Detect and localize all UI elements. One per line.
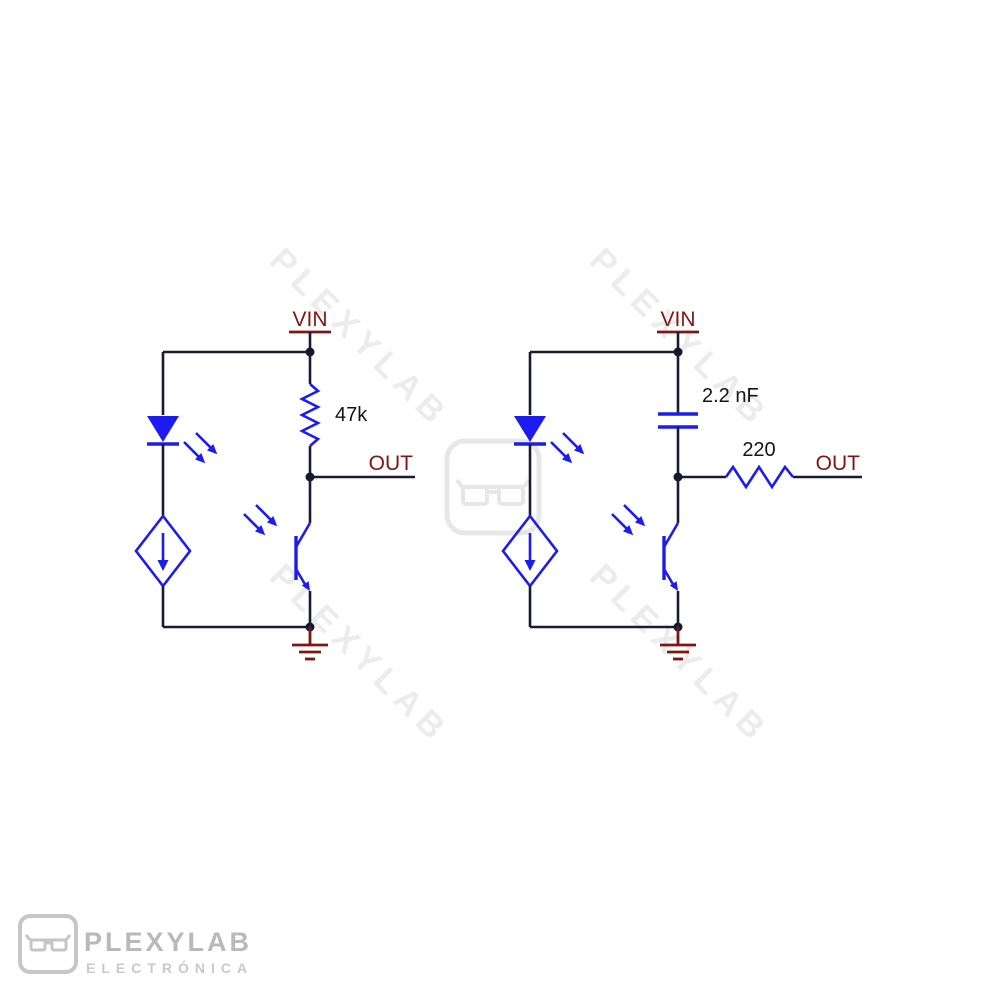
capacitor-value-label: 2.2 nF — [702, 385, 759, 407]
led-symbol — [514, 416, 585, 464]
logo-subtitle: ELECTRÓNICA — [86, 959, 253, 976]
watermark-text: PLEXYLAB — [582, 557, 777, 752]
phototransistor-light-arrows — [243, 504, 278, 536]
vin-terminal: VIN — [289, 308, 331, 352]
phototransistor-symbol — [243, 477, 312, 627]
logo-glasses-icon — [18, 914, 78, 974]
out-label: OUT — [369, 452, 414, 475]
left-circuit: VIN — [134, 308, 415, 661]
led-symbol — [147, 416, 218, 464]
resistor-value-label: 47k — [335, 404, 368, 426]
watermark-text: PLEXYLAB — [262, 557, 457, 752]
resistor-symbol — [299, 383, 321, 447]
watermark-glasses-icon — [444, 438, 542, 536]
led-light-arrows — [550, 432, 585, 464]
ground-symbol — [660, 627, 696, 661]
out-label: OUT — [816, 452, 861, 475]
vin-label: VIN — [292, 308, 327, 331]
out-terminal: OUT — [310, 452, 415, 479]
resistor-symbol — [724, 464, 795, 490]
out-branch: 220 OUT — [678, 439, 862, 490]
out-terminal: OUT — [793, 452, 862, 479]
resistor-value-label: 220 — [742, 439, 775, 461]
vin-label: VIN — [660, 308, 695, 331]
current-source-symbol — [501, 513, 559, 589]
phototransistor-light-arrows — [611, 504, 646, 536]
led-light-arrows — [183, 432, 218, 464]
right-circuit: VIN — [501, 308, 862, 661]
phototransistor-symbol — [611, 477, 680, 627]
logo-name: PLEXYLAB — [84, 927, 252, 957]
brand-logo: PLEXYLAB ELECTRÓNICA — [18, 914, 253, 976]
capacitor-symbol — [658, 412, 698, 429]
watermark-layer: PLEXYLAB PLEXYLAB PLEXYLAB PLEXYLAB — [262, 241, 777, 752]
current-source-symbol — [134, 513, 192, 589]
ground-symbol — [292, 627, 328, 661]
